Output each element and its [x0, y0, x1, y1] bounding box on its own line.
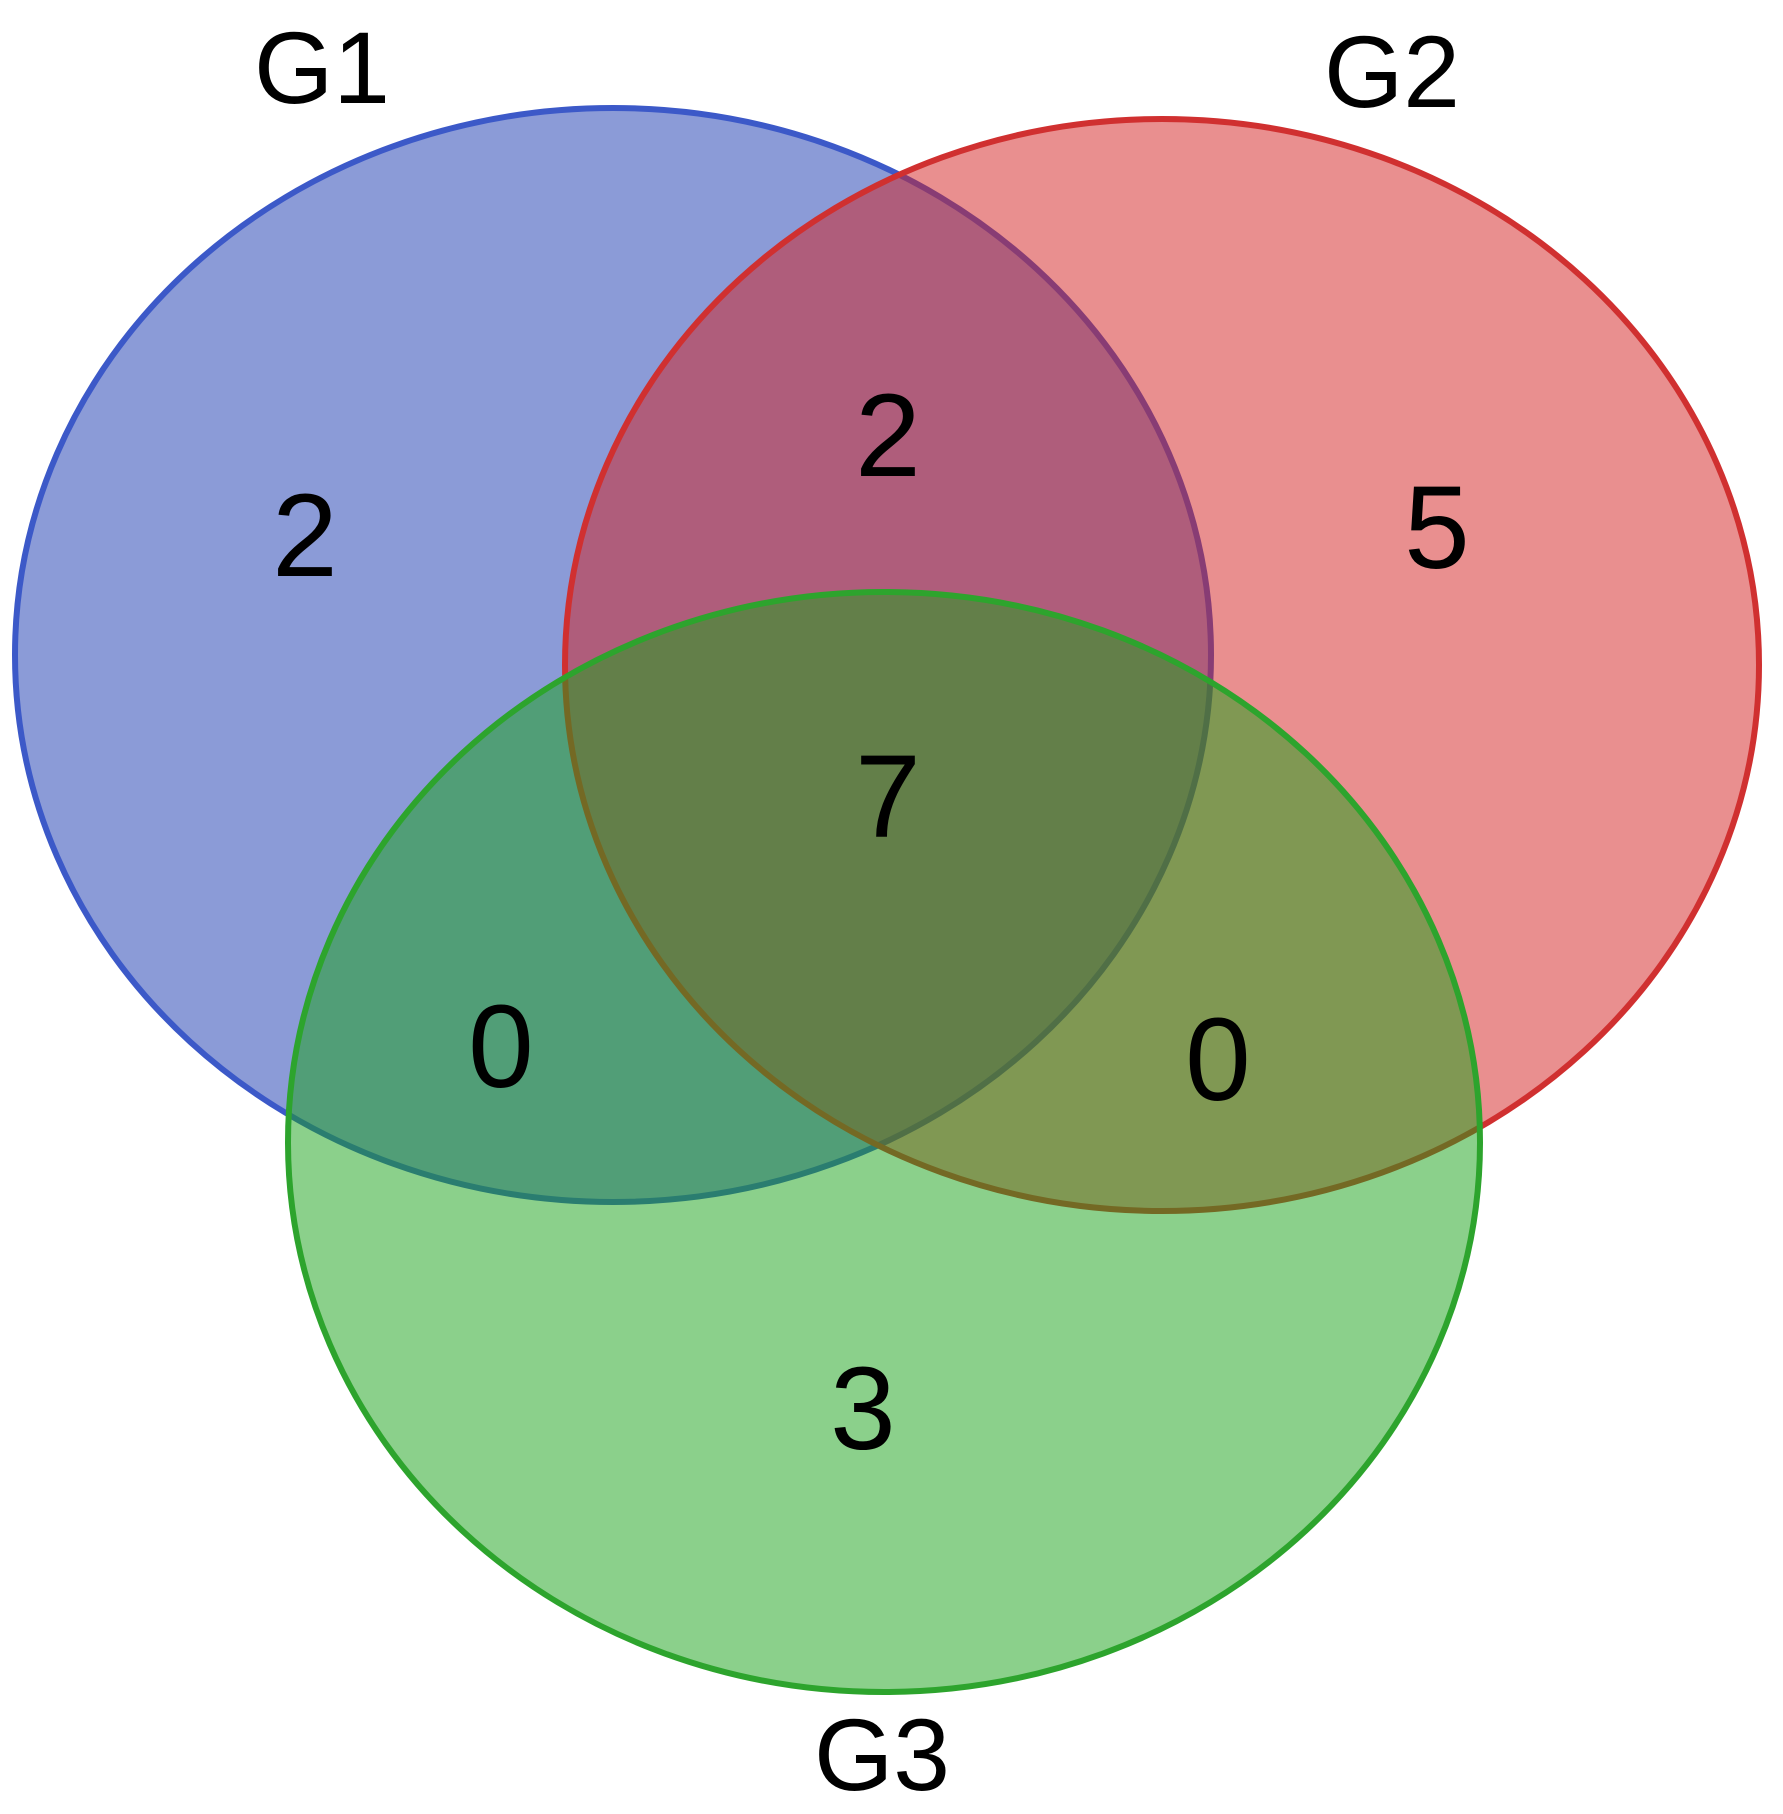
region-counts: 2 5 2 7 0 0 3: [272, 370, 1470, 1475]
g3-only-count: 3: [830, 1343, 896, 1475]
g3-label: G3: [814, 1698, 950, 1812]
g2-only-count: 5: [1404, 462, 1470, 594]
g1-label: G1: [254, 11, 390, 125]
set-labels: G1 G2 G3: [254, 11, 1460, 1812]
g1-g2-g3-count: 7: [855, 731, 921, 863]
g1-g2-count: 2: [855, 370, 921, 502]
set-circles: [12, 105, 1762, 1695]
g3-circle: [285, 589, 1483, 1695]
g1-only-count: 2: [272, 470, 338, 602]
g2-g3-count: 0: [1185, 994, 1251, 1126]
g1-g3-count: 0: [468, 981, 534, 1113]
g2-label: G2: [1324, 15, 1460, 129]
